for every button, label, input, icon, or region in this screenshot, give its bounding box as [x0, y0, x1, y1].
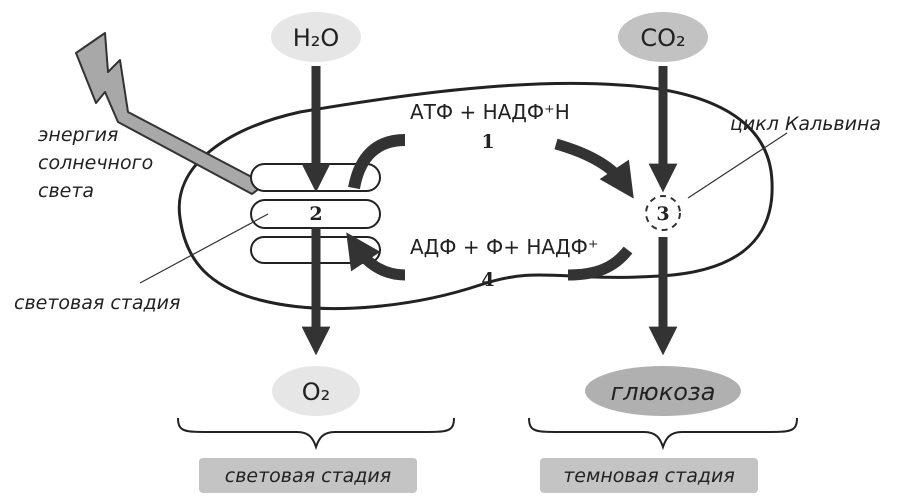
chloroplast-membrane [177, 81, 774, 311]
reaction-top-label: АТФ + НАДФ⁺Н [410, 100, 570, 124]
number-4: 4 [481, 269, 494, 291]
dark-stage-brace [528, 417, 798, 451]
calvin-callout-line [687, 132, 788, 199]
co2-bubble [618, 12, 708, 62]
dark-stage-label: темновая стадия [563, 465, 735, 487]
dark-stage-box [540, 458, 758, 493]
light-stage-box [199, 458, 417, 493]
glucose-label: глюкоза [611, 378, 716, 406]
sunlight-label-line2: солнечного [38, 152, 153, 174]
light-stage-brace [177, 417, 455, 451]
sunlight-label-line3: света [38, 180, 94, 202]
calvin-cycle-label: цикл Кальвина [730, 113, 881, 135]
oxygen-bubble [272, 366, 360, 416]
oxygen-label: O₂ [302, 378, 331, 406]
water-bubble [271, 12, 361, 62]
number-2: 2 [309, 203, 322, 225]
number-1: 1 [481, 131, 494, 153]
atp-curve-arrow [348, 134, 406, 190]
calvin-cycle-icon [645, 195, 681, 231]
atp-to-calvin-arrow [554, 138, 634, 199]
light-stage-label: световая стадия [225, 465, 391, 487]
reaction-bottom-label: АДФ + Ф+ НАДФ⁺ [410, 235, 598, 259]
number-3: 3 [656, 203, 669, 225]
water-label: H₂O [293, 24, 340, 52]
adp-to-stack-arrow [346, 232, 406, 281]
co2-label: CO₂ [640, 24, 685, 52]
calvin-to-adp-arrow [567, 246, 633, 281]
light-stage-callout-label: световая стадия [14, 292, 180, 314]
sunlight-label-line1: энергия [38, 124, 118, 146]
light-stage-callout-line [139, 213, 269, 284]
glucose-bubble [585, 366, 741, 416]
